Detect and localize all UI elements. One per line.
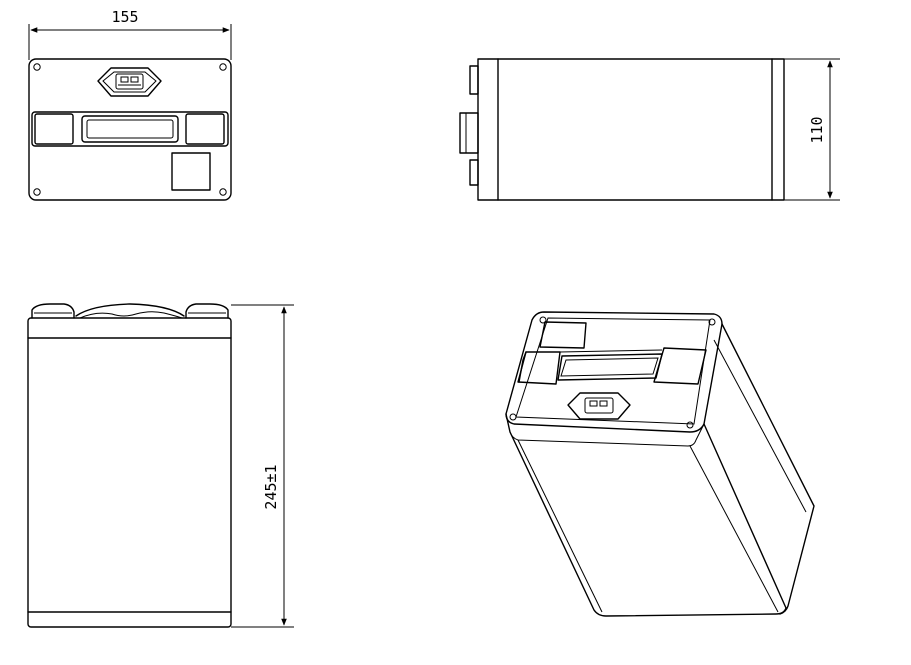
carry-handle [31,111,229,147]
width-dimension: 155 [28,8,232,60]
power-connector [97,67,162,97]
iso-screws [509,316,716,429]
iso-connector [567,392,631,420]
iso-label-plate [539,321,587,349]
side-handle-stub [469,65,479,95]
top-handle-silhouette [31,303,229,319]
side-body [477,58,785,201]
iso-top-face [505,311,723,433]
label-plate [171,152,211,191]
iso-right-side [721,323,815,615]
corner-screws [33,63,227,196]
side-connector-stub [459,112,479,154]
height-dimension-label: 110 [808,116,826,143]
iso-handle [517,347,707,385]
front-view: 155 [28,8,232,201]
front-panel [28,58,232,201]
top-view: 245±1 [27,303,294,628]
isometric-view [505,311,815,617]
length-dimension: 245±1 [231,304,294,628]
length-dimension-label: 245±1 [262,464,280,509]
top-body [27,317,232,628]
width-dimension-label: 155 [111,8,138,26]
height-dimension: 110 [784,58,840,201]
side-view: 110 [459,58,840,201]
